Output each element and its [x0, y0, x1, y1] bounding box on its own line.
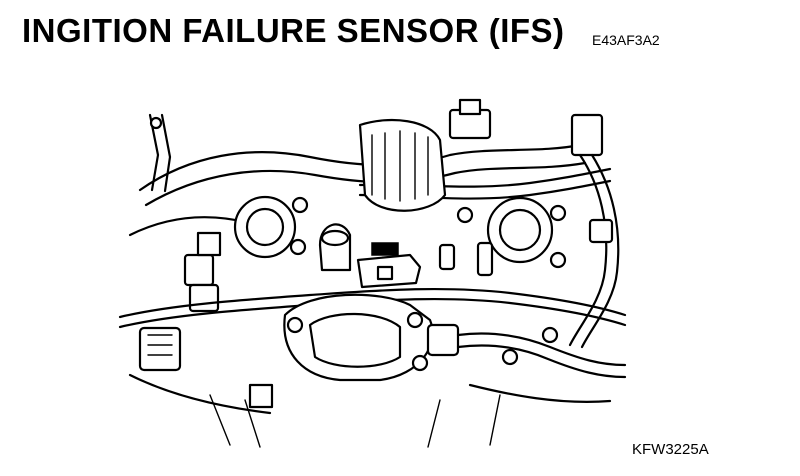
figure-id: KFW3225A: [632, 441, 709, 458]
engine-illustration: [110, 95, 630, 450]
page-title: INGITION FAILURE SENSOR (IFS): [22, 12, 565, 49]
engine-line-drawing: [118, 98, 627, 448]
document-code: E43AF3A2: [592, 32, 660, 48]
